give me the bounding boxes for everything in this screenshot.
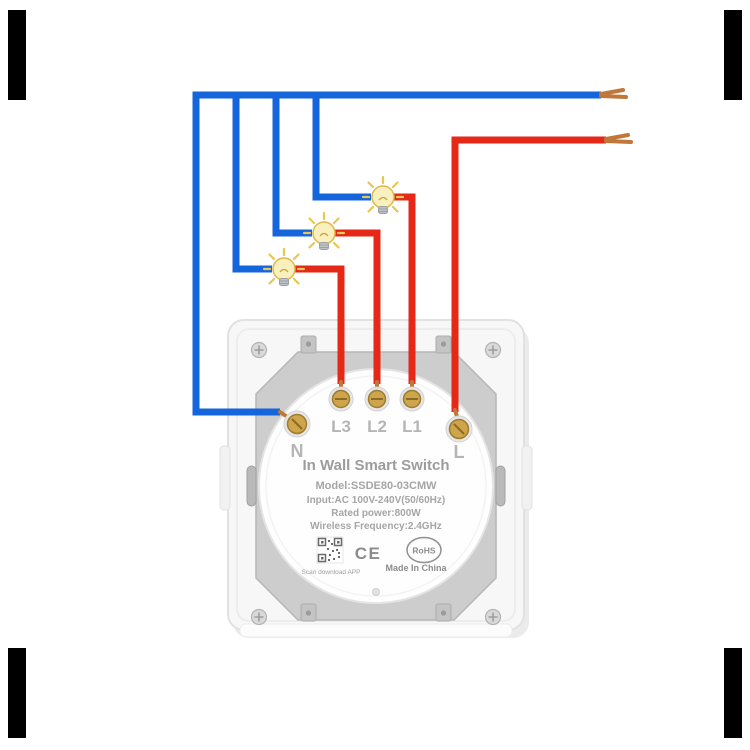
live-wire-lamp2 — [335, 229, 381, 384]
qr-code — [316, 536, 344, 564]
made-in-text: Made In China — [385, 563, 447, 573]
corner-screw — [484, 608, 502, 626]
frame-bar-bottom-left — [8, 648, 26, 738]
terminal-l3 — [328, 386, 354, 412]
terminal-l3-label: L3 — [331, 417, 351, 436]
live-wire-main — [451, 136, 606, 412]
terminal-l1-label: L1 — [402, 417, 422, 436]
qr-modules — [327, 540, 340, 561]
live-wire-lamp3 — [295, 265, 345, 384]
terminal-l — [445, 415, 473, 443]
scan-app-text: Scan download APP — [302, 569, 361, 576]
power-text: Rated power:800W — [331, 508, 421, 519]
frame-bar-bottom-right — [724, 648, 742, 738]
bracket-claw-tabs — [300, 335, 452, 622]
rohs-mark: RoHS — [406, 536, 442, 564]
module-bottom-hole — [372, 588, 380, 596]
neutral-wire-lamp3 — [232, 95, 272, 273]
copper-tip-neutral-supply — [599, 88, 628, 99]
terminal-n-label: N — [291, 441, 304, 461]
product-title: In Wall Smart Switch — [303, 457, 450, 474]
model-text: Model:SSDE80-03CMW — [315, 480, 437, 492]
plate-side-tab-right — [521, 445, 533, 511]
neutral-wire-main — [192, 91, 601, 416]
corner-screw — [250, 341, 268, 359]
plate-bottom-edge — [239, 623, 513, 638]
terminals: L3 L2 L1 N L — [283, 386, 473, 462]
neutral-wires — [192, 91, 601, 416]
claw-tab-holes — [305, 341, 447, 616]
input-text: Input:AC 100V-240V(50/60Hz) — [307, 495, 445, 506]
rohs-text: RoHS — [412, 546, 435, 556]
terminal-n — [283, 410, 311, 438]
bracket-side-slots — [246, 465, 506, 507]
plate-side-tab-left — [219, 445, 231, 511]
neutral-wire-lamp2 — [272, 95, 312, 237]
frame-bar-top-right — [724, 10, 742, 100]
terminal-l2 — [364, 386, 390, 412]
terminal-l2-label: L2 — [367, 417, 387, 436]
neutral-wire-lamp1 — [312, 95, 371, 201]
frequency-text: Wireless Frequency:2.4GHz — [310, 521, 442, 532]
frame-bar-top-left — [8, 10, 26, 100]
terminal-l-label: L — [454, 442, 465, 462]
copper-tip-live-supply — [604, 133, 633, 144]
terminal-l1 — [399, 386, 425, 412]
corner-screw — [250, 608, 268, 626]
corner-screw — [484, 341, 502, 359]
ce-mark: CE — [355, 544, 382, 563]
bracket-corner-screws — [250, 341, 502, 626]
